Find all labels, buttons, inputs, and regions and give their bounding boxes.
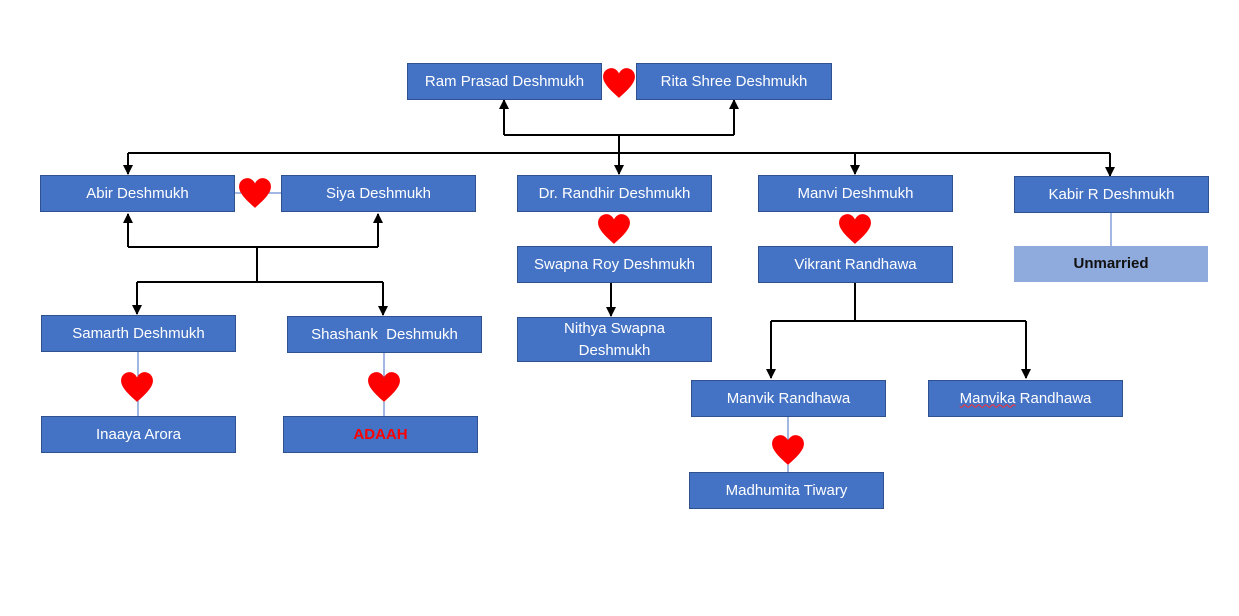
heart-icon (603, 68, 635, 98)
person-name: Samarth Deshmukh (72, 324, 205, 342)
person-box-adaah: ADAAH (283, 416, 478, 453)
person-name-last: Randhawa (1015, 389, 1092, 407)
person-name: Inaaya Arora (95, 425, 182, 443)
person-name: Rita Shree Deshmukh (660, 72, 808, 90)
person-box-madhumita: Madhumita Tiwary (689, 472, 884, 509)
heart-icon (239, 178, 271, 208)
heart-icon (368, 372, 400, 402)
heart-icon (772, 435, 804, 465)
person-name: Dr. Randhir Deshmukh (538, 184, 691, 202)
person-name: Manvika Randhawa (960, 388, 1092, 410)
person-box-kabir: Kabir R Deshmukh (1014, 176, 1209, 213)
heart-icon (121, 372, 153, 402)
person-box-samarth: Samarth Deshmukh (41, 315, 236, 352)
heart-icon (839, 214, 871, 244)
person-name: Shashank Deshmukh (311, 325, 458, 343)
person-name: ADAAH (353, 425, 408, 443)
person-name: Swapna Roy Deshmukh (534, 255, 695, 273)
person-box-manvik: Manvik Randhawa (691, 380, 886, 417)
person-name-first: Manvika (959, 389, 1016, 407)
person-box-inaaya: Inaaya Arora (41, 416, 236, 453)
status-label: Unmarried (1073, 255, 1149, 272)
person-box-rita: Rita Shree Deshmukh (636, 63, 832, 100)
person-box-ram: Ram Prasad Deshmukh (407, 63, 602, 100)
person-box-abir: Abir Deshmukh (40, 175, 235, 212)
person-box-shashank: Shashank Deshmukh (287, 316, 482, 353)
person-name: Abir Deshmukh (86, 184, 189, 202)
person-box-siya: Siya Deshmukh (281, 175, 476, 212)
heart-icon (598, 214, 630, 244)
person-box-manvika: Manvika Randhawa (928, 380, 1123, 417)
person-name: Ram Prasad Deshmukh (424, 72, 585, 90)
person-box-vikrant: Vikrant Randhawa (758, 246, 953, 283)
person-name: Siya Deshmukh (325, 184, 432, 202)
person-box-nithya: Nithya Swapna Deshmukh (517, 317, 712, 362)
person-box-randhir: Dr. Randhir Deshmukh (517, 175, 712, 212)
person-name: Vikrant Randhawa (794, 255, 917, 273)
person-name: Manvik Randhawa (726, 389, 851, 407)
person-box-manvi: Manvi Deshmukh (758, 175, 953, 212)
person-name-line-1: Nithya Swapna (564, 319, 665, 337)
person-name: Madhumita Tiwary (725, 481, 848, 499)
person-name: Kabir R Deshmukh (1048, 185, 1175, 203)
person-name: Manvi Deshmukh (797, 184, 914, 202)
person-name-line-2: Deshmukh (578, 341, 651, 359)
status-box-unmarried: Unmarried (1014, 246, 1208, 282)
person-box-swapna: Swapna Roy Deshmukh (517, 246, 712, 283)
